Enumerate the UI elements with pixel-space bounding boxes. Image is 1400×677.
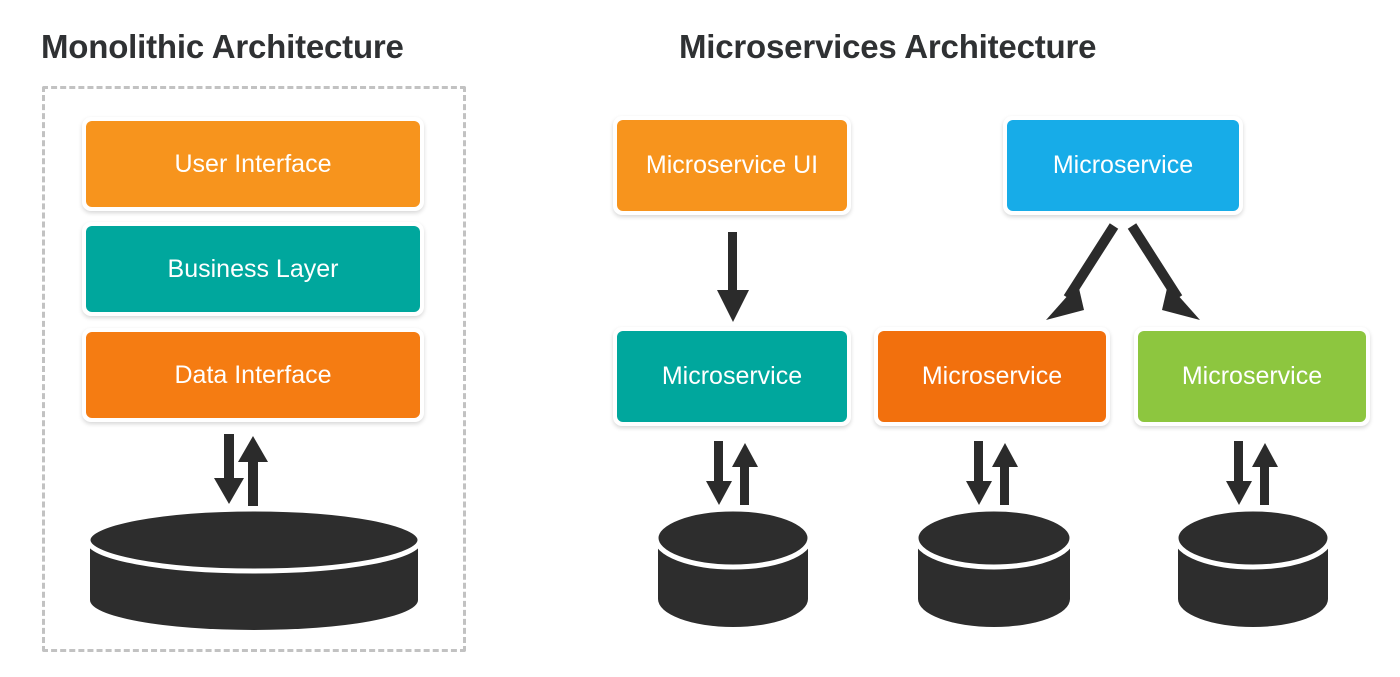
connector-microservice-to-database-2 — [960, 441, 1026, 507]
service-box-microservice-orange[interactable]: Microservice — [874, 327, 1110, 426]
page-title-monolithic: Monolithic Architecture — [41, 28, 404, 65]
layer-label-data-interface: Data Interface — [174, 360, 332, 389]
layer-box-user-interface[interactable]: User Interface — [82, 117, 424, 211]
connector-microservice-to-database-1 — [700, 441, 766, 507]
connector-data-interface-to-database — [206, 434, 272, 506]
service-label-microservice-green: Microservice — [1181, 362, 1323, 390]
service-label-microservice-teal: Microservice — [661, 362, 803, 390]
database-cylinder-2 — [909, 505, 1079, 636]
connector-ui-to-microservice — [712, 232, 754, 324]
layer-label-business-layer: Business Layer — [167, 254, 339, 283]
page-title-microservices: Microservices Architecture — [679, 28, 1097, 65]
database-cylinder-monolith — [80, 506, 428, 636]
service-box-microservice-blue[interactable]: Microservice — [1003, 116, 1243, 215]
service-label-microservice-orange: Microservice — [921, 362, 1063, 390]
monolith-boundary — [42, 86, 466, 652]
service-box-microservice-teal[interactable]: Microservice — [613, 327, 851, 426]
service-box-microservice-green[interactable]: Microservice — [1134, 327, 1370, 426]
database-cylinder-3 — [1169, 505, 1337, 636]
connector-microservice-split — [1040, 222, 1206, 326]
database-cylinder-1 — [649, 505, 817, 636]
connector-microservice-to-database-3 — [1220, 441, 1286, 507]
service-box-microservice-ui[interactable]: Microservice UI — [613, 116, 851, 215]
layer-label-user-interface: User Interface — [174, 149, 332, 178]
layer-box-business-layer[interactable]: Business Layer — [82, 222, 424, 316]
service-label-microservice-blue: Microservice — [1052, 151, 1194, 179]
layer-box-data-interface[interactable]: Data Interface — [82, 328, 424, 422]
service-label-microservice-ui: Microservice UI — [645, 151, 819, 179]
